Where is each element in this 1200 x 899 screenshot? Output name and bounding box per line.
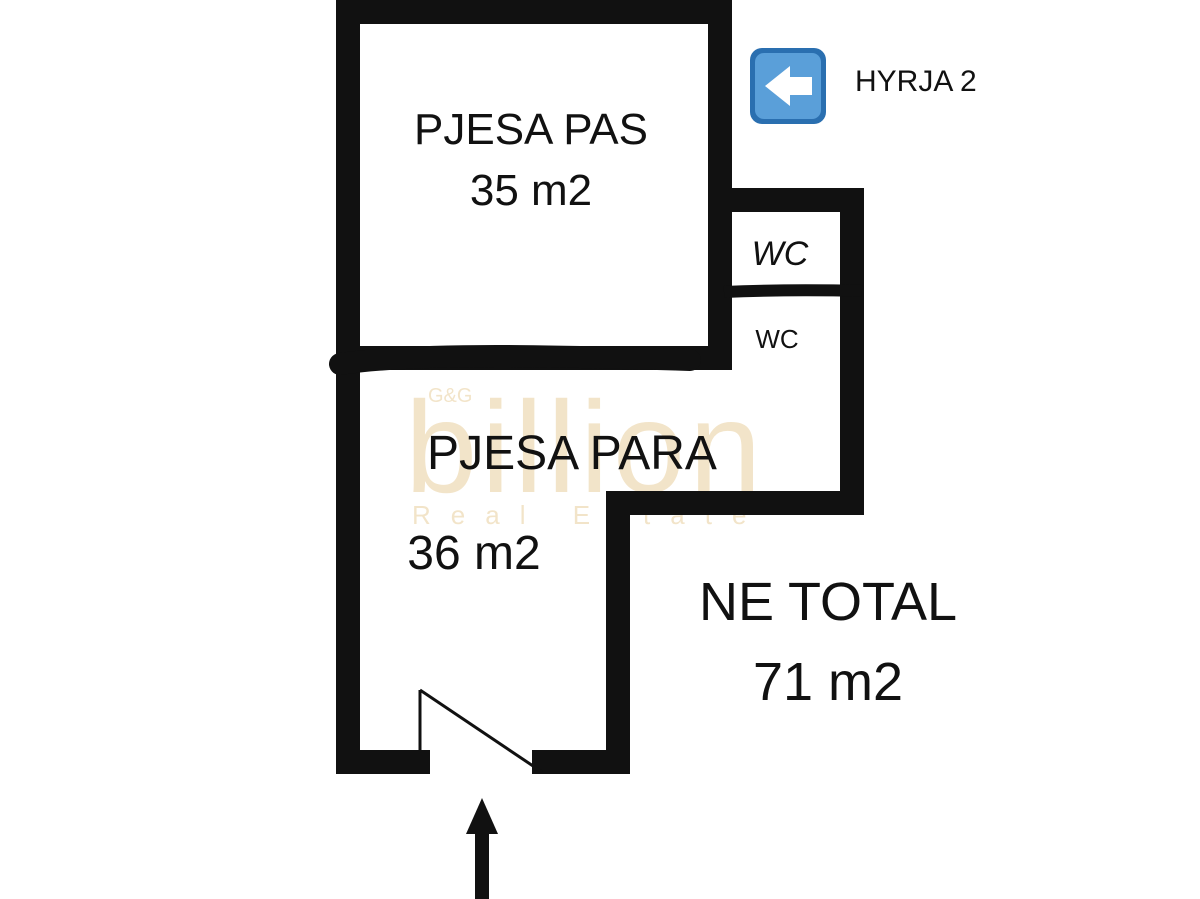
lower-room-name: PJESA PARA (427, 427, 717, 480)
upper-room-area: 35 m2 (470, 166, 592, 215)
total-label: NE TOTAL (699, 572, 957, 632)
entrance-2-label: HYRJA 2 (855, 65, 977, 98)
wc-partition (723, 284, 863, 298)
wc-top-label: WC (752, 235, 809, 273)
upper-room-name: PJESA PAS (414, 105, 648, 154)
upper-room-walls (336, 0, 732, 370)
lower-room-area: 36 m2 (407, 527, 540, 580)
wc-bottom-label: WC (755, 324, 798, 354)
room-divider (329, 345, 701, 375)
outer-walls (336, 188, 864, 774)
up-arrow-icon (466, 798, 498, 899)
left-arrow-icon (750, 48, 826, 124)
watermark-small: G&G (428, 385, 472, 407)
door (418, 688, 543, 774)
total-area: 71 m2 (753, 652, 903, 712)
